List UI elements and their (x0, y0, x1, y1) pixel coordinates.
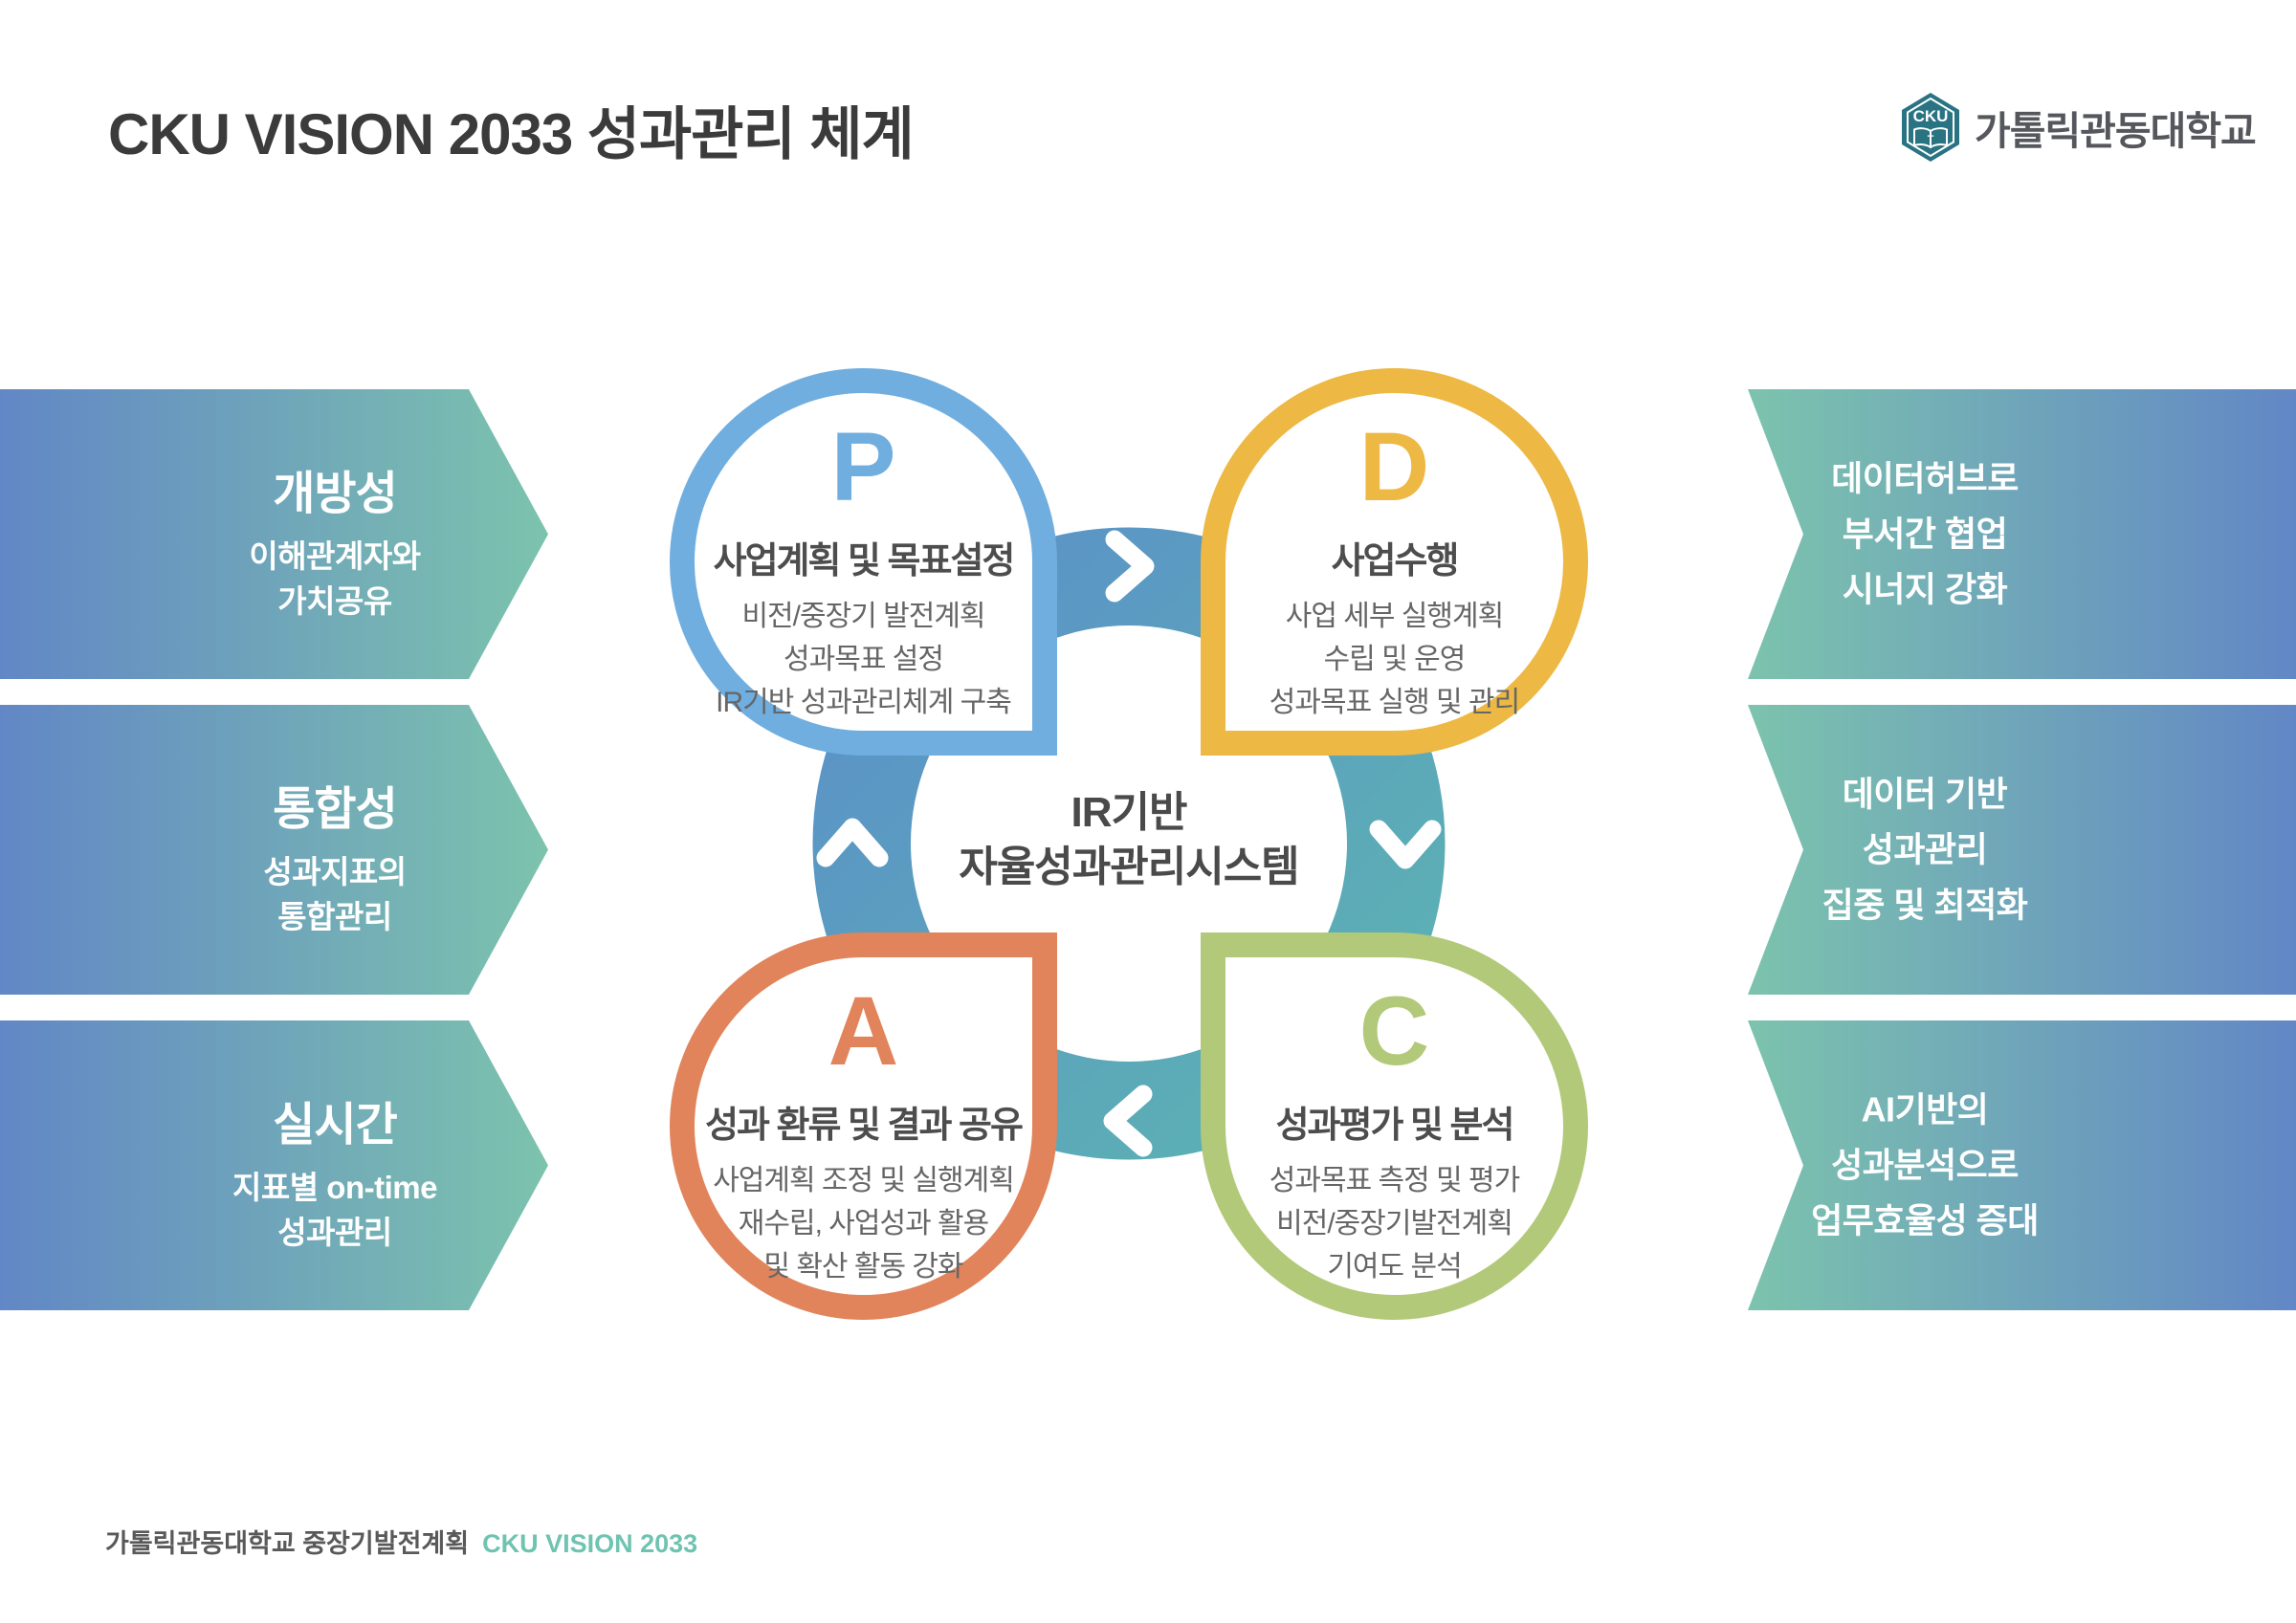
left-banner-integration: 통합성 성과지표의 통합관리 (0, 705, 548, 995)
petal-line: 수립 및 운영 (1323, 644, 1467, 675)
cku-badge-icon: CKU T (1902, 93, 1959, 162)
right-banner-databased: 데이터 기반 성과관리 집중 및 최적화 (1748, 705, 2296, 995)
center-line: 자율성과관리시스템 (959, 844, 1299, 890)
petal-line: IR기반 성과관리체계 구축 (716, 687, 1012, 718)
university-name: 가톨릭관동대학교 (1975, 109, 2257, 153)
pdca-petal-act: A 성과 환류 및 결과 공유 사업계획 조정 및 실행계획 재수립, 사업성과… (670, 932, 1057, 1320)
cycle-arrow-up-icon (816, 818, 889, 867)
right-banner-ai: AI기반의 성과분석으로 업무효율성 증대 (1748, 1020, 2296, 1310)
pdca-petal-plan: P 사업계획 및 목표설정 비전/중장기 발전계획 성과목표 설정 IR기반 성… (670, 368, 1057, 756)
university-logo: CKU T 가톨릭관동대학교 (1900, 92, 2257, 163)
left-banner-openness: 개방성 이해관계자와 가치공유 (0, 389, 548, 679)
banner-line: 지표별 on-time (232, 1169, 437, 1205)
petal-line: 비전/중장기발전계획 (1276, 1208, 1513, 1239)
left-banner-realtime: 실시간 지표별 on-time 성과관리 (0, 1020, 548, 1310)
petal-line: 재수립, 사업성과 활용 (738, 1208, 989, 1239)
cycle-arrow-down-icon (1369, 820, 1442, 869)
banner-line: 데이터 기반 (1842, 774, 2008, 814)
petal-body: 성과목표 측정 및 평가 비전/중장기발전계획 기여도 분석 (1225, 1159, 1563, 1288)
banner-line: 통합관리 (277, 899, 392, 935)
right-banner-datahub: 데이터허브로 부서간 협업 시너지 강화 (1748, 389, 2296, 679)
petal-line: 성과목표 측정 및 평가 (1269, 1165, 1520, 1196)
petal-heading: 성과평가 및 분석 (1275, 1106, 1515, 1146)
badge-letter: T (1928, 134, 1934, 145)
pdca-petal-do: D 사업수행 사업 세부 실행계획 수립 및 운영 성과목표 실행 및 관리 (1201, 368, 1588, 756)
banner-line: 성과지표의 (263, 853, 407, 889)
banner-line: 업무효율성 증대 (1811, 1200, 2039, 1240)
footer-text: 가톨릭관동대학교 중장기발전계획 (105, 1529, 470, 1558)
banner-title: 실시간 (273, 1099, 397, 1151)
banner-line: 이해관계자와 (249, 537, 421, 574)
petal-body: 비전/중장기 발전계획 성과목표 설정 IR기반 성과관리체계 구축 (695, 595, 1032, 724)
petal-heading: 성과 환류 및 결과 공유 (705, 1106, 1024, 1146)
footer-highlight: CKU VISION 2033 (482, 1529, 698, 1558)
petal-line: 사업 세부 실행계획 (1285, 601, 1504, 632)
footer: 가톨릭관동대학교 중장기발전계획 CKU VISION 2033 (105, 1523, 697, 1560)
pdca-petal-check: C 성과평가 및 분석 성과목표 측정 및 평가 비전/중장기발전계획 기여도 … (1201, 932, 1588, 1320)
petal-line: 성과목표 설정 (784, 644, 944, 675)
cycle-arrow-right-icon (1105, 530, 1155, 603)
banner-line: 성과분석으로 (1831, 1145, 2019, 1185)
petal-line: 기여도 분석 (1327, 1251, 1462, 1283)
petal-body: 사업 세부 실행계획 수립 및 운영 성과목표 실행 및 관리 (1225, 595, 1563, 724)
petal-body: 사업계획 조정 및 실행계획 재수립, 사업성과 활용 및 확산 활동 강화 (695, 1159, 1032, 1288)
petal-heading: 사업계획 및 목표설정 (713, 541, 1016, 581)
banner-line: 성과관리 (1862, 829, 1988, 869)
cycle-arrow-left-icon (1103, 1085, 1153, 1157)
page-title: CKU VISION 2033 성과관리 체계 (108, 102, 915, 166)
banner-line: 데이터허브로 (1831, 458, 2019, 498)
petal-letter-p: P (830, 412, 896, 521)
petal-letter-c: C (1358, 976, 1430, 1086)
banner-line: 성과관리 (277, 1215, 392, 1251)
petal-letter-d: D (1358, 412, 1430, 521)
banner-title: 통합성 (273, 783, 397, 835)
petal-line: 및 확산 활동 강화 (763, 1251, 963, 1283)
banner-line: 부서간 협업 (1842, 514, 2008, 554)
banner-line: 가치공유 (277, 583, 392, 620)
petal-line: 비전/중장기 발전계획 (741, 601, 985, 632)
petal-line: 사업계획 조정 및 실행계획 (713, 1165, 1015, 1196)
cku-badge-text: CKU (1913, 107, 1949, 125)
banner-line: 시너지 강화 (1842, 569, 2008, 609)
cycle-center-label: IR기반 자율성과관리시스템 (959, 785, 1299, 894)
banner-line: AI기반의 (1861, 1089, 1989, 1130)
petal-heading: 사업수행 (1331, 541, 1460, 581)
banner-title: 개방성 (273, 468, 397, 519)
center-line: IR기반 (1071, 788, 1188, 836)
petal-line: 성과목표 실행 및 관리 (1269, 687, 1520, 718)
banner-line: 집중 및 최적화 (1821, 885, 2028, 925)
petal-letter-a: A (828, 976, 899, 1086)
